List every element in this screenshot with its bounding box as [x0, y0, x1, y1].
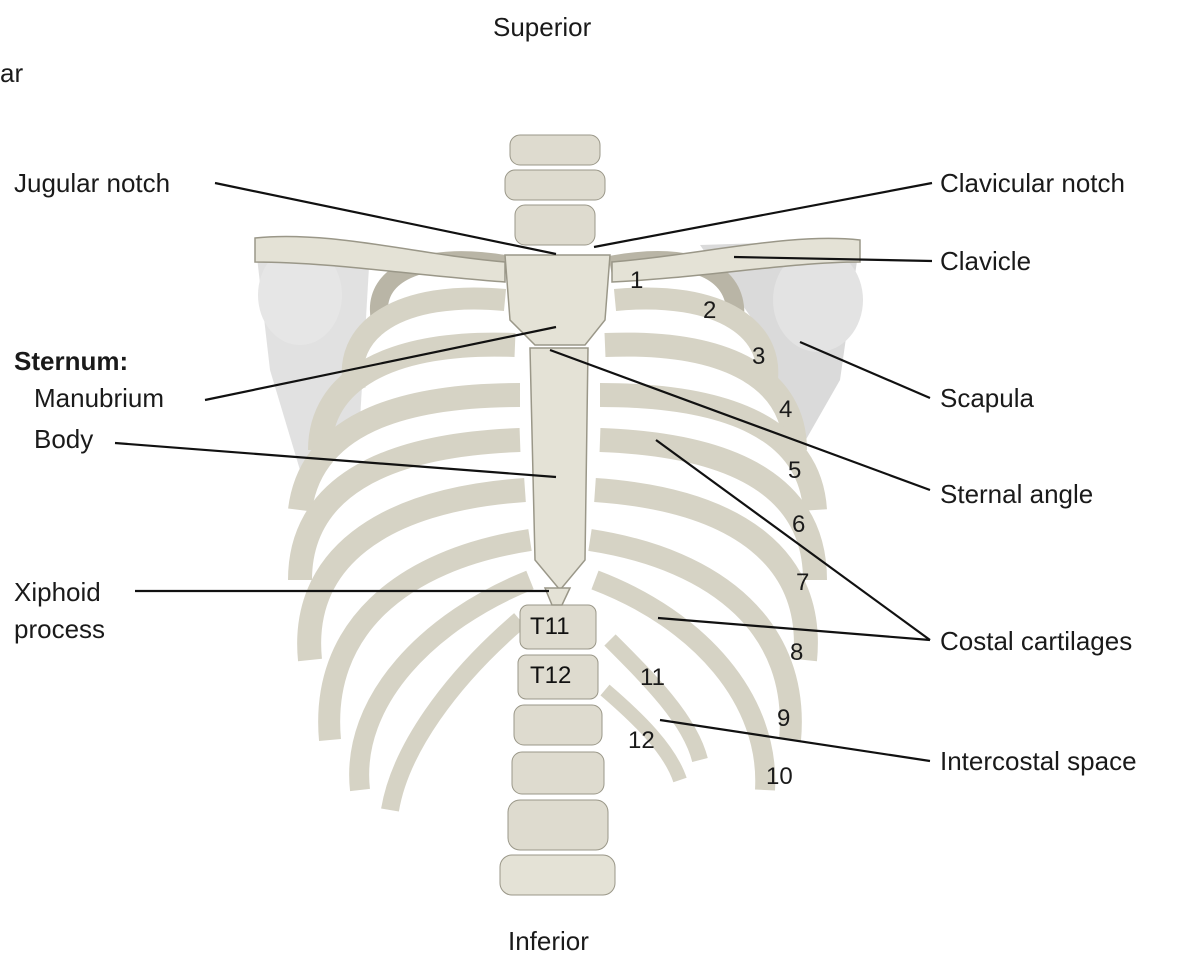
- rib-number-10: 10: [766, 764, 793, 790]
- label-clavicle: Clavicle: [940, 246, 1031, 276]
- rib-number-6: 6: [792, 512, 805, 538]
- superior-label: Superior: [493, 12, 591, 42]
- rib-number-12: 12: [628, 728, 655, 754]
- leader-clavicular-notch: [594, 183, 932, 247]
- label-body: Body: [34, 424, 93, 454]
- label-sternal-angle: Sternal angle: [940, 479, 1093, 509]
- label-scapula: Scapula: [940, 383, 1034, 413]
- cut-off-text: ar: [0, 58, 23, 88]
- label-jugular-notch: Jugular notch: [14, 168, 170, 198]
- rib-number-2: 2: [703, 298, 716, 324]
- inferior-label: Inferior: [508, 926, 589, 956]
- vertebra-label-t11: T11: [530, 613, 570, 641]
- rib-number-5: 5: [788, 458, 801, 484]
- label-manubrium: Manubrium: [34, 383, 164, 413]
- label-costal-cartilages: Costal cartilages: [940, 626, 1132, 656]
- label-xiphoid-line2: process: [14, 614, 105, 644]
- rib-number-7: 7: [796, 570, 809, 596]
- label-sternum-heading: Sternum:: [14, 346, 128, 376]
- rib-number-4: 4: [779, 397, 792, 423]
- label-intercostal-space: Intercostal space: [940, 746, 1137, 776]
- vertebra-label-t12: T12: [530, 662, 571, 690]
- rib-number-11: 11: [640, 665, 665, 691]
- label-xiphoid-line1: Xiphoid: [14, 577, 101, 607]
- rib-number-3: 3: [752, 344, 765, 370]
- rib-number-8: 8: [790, 640, 803, 666]
- rib-number-9: 9: [777, 706, 790, 732]
- label-clavicular-notch: Clavicular notch: [940, 168, 1125, 198]
- rib-number-1: 1: [630, 268, 643, 294]
